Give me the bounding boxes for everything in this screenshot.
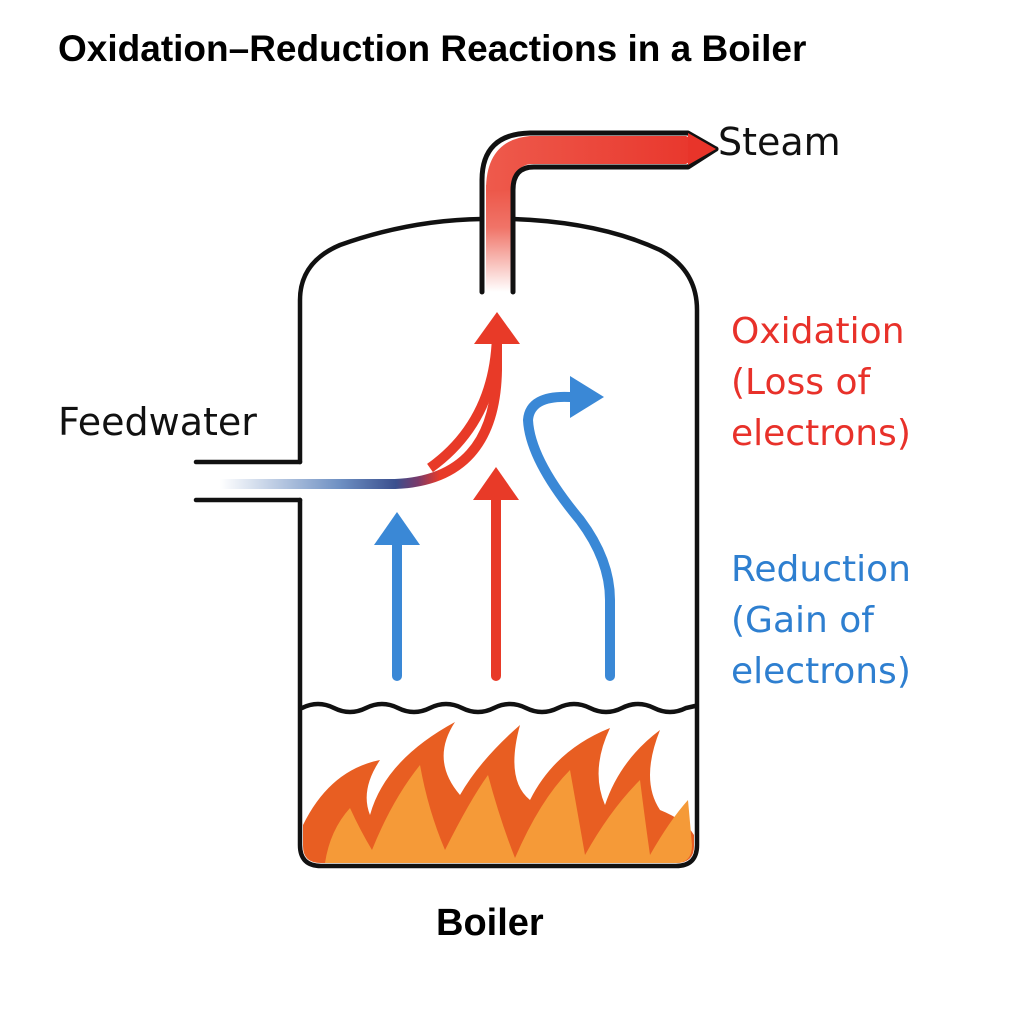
reduction-legend: Reduction (Gain of electrons) — [731, 544, 911, 697]
feedwater-label: Feedwater — [58, 400, 257, 444]
reduction-legend-line: electrons) — [731, 651, 911, 692]
oxidation-legend-line: Oxidation — [731, 311, 905, 352]
reduction-arrow-left — [374, 512, 420, 681]
flames-icon — [303, 722, 694, 863]
reduction-arrow-curved — [523, 376, 615, 681]
oxidation-arrowhead-top — [474, 312, 520, 344]
oxidation-legend-line: electrons) — [731, 413, 911, 454]
diagram-title: Oxidation–Reduction Reactions in a Boile… — [58, 28, 807, 69]
oxidation-arrow-center — [473, 467, 519, 681]
steam-pipe — [479, 130, 719, 295]
oxidation-legend-line: (Loss of — [731, 362, 871, 403]
water-surface — [299, 701, 698, 715]
steam-label: Steam — [718, 120, 841, 164]
reduction-legend-line: Reduction — [731, 549, 911, 590]
reduction-legend-line: (Gain of — [731, 600, 874, 641]
feedwater-stream — [220, 312, 520, 489]
oxidation-legend: Oxidation (Loss of electrons) — [731, 306, 911, 459]
boiler-vessel — [193, 216, 700, 869]
boiler-label: Boiler — [436, 902, 544, 944]
